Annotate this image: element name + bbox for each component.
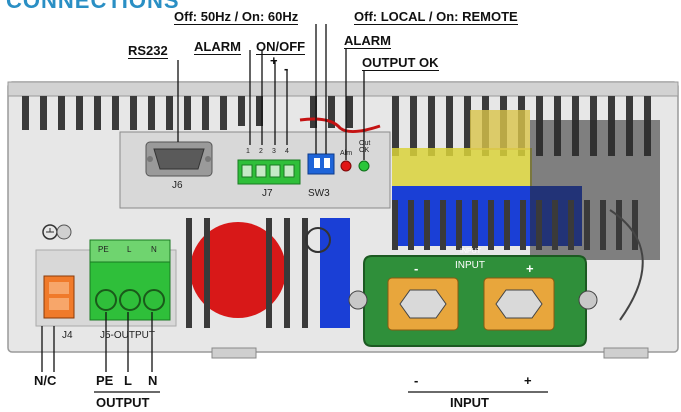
pin-4: 4 — [285, 148, 289, 155]
bottom-label-pe: PE — [96, 373, 114, 388]
label-input-plus: + — [526, 261, 534, 276]
callout-rs232: RS232 — [128, 43, 168, 59]
callout-local-remote: Off: LOCAL / On: REMOTE — [354, 9, 518, 25]
callout-alarm-led: ALARM — [344, 33, 391, 49]
bolt-plus — [495, 289, 543, 319]
bottom-label-output: OUTPUT — [96, 395, 150, 410]
callout-minus: - — [284, 61, 289, 76]
fan-arc — [609, 209, 644, 321]
label-input-minus: - — [414, 261, 419, 276]
callout-plus: + — [270, 53, 278, 68]
output-ok-led — [358, 160, 370, 172]
label-n: N — [151, 245, 157, 254]
callout-frequency-switch: Off: 50Hz / On: 60Hz — [174, 9, 299, 25]
wire-loop — [305, 227, 331, 253]
foot-right — [603, 347, 649, 359]
j7-terminal-block — [237, 159, 301, 185]
label-input-small: INPUT — [460, 248, 481, 255]
lower-vent-slots — [392, 200, 638, 250]
label-out-ok: Out OK — [359, 140, 371, 154]
label-j7: J7 — [262, 188, 273, 199]
bottom-label-n: N — [148, 373, 158, 388]
bottom-label-minus: - — [414, 373, 419, 388]
callout-on-off: ON/OFF — [256, 39, 306, 55]
pin-1: 1 — [246, 148, 250, 155]
bottom-label-input: INPUT — [450, 395, 489, 410]
pin-2: 2 — [259, 148, 263, 155]
label-j6: J6 — [172, 180, 183, 191]
bottom-label-plus: + — [524, 373, 532, 388]
label-sw3: SW3 — [308, 188, 330, 199]
lower-middle-vents — [186, 218, 308, 328]
bottom-label-nc: N/C — [34, 373, 57, 388]
j4-orange-terminal — [43, 275, 75, 319]
callout-alarm-terminal: ALARM — [194, 39, 241, 55]
label-pe: PE — [98, 245, 109, 254]
label-l: L — [127, 245, 132, 254]
chassis-top-rail — [7, 81, 679, 97]
page-heading: CONNECTIONS — [6, 0, 180, 13]
bottom-label-l: L — [124, 373, 132, 388]
ground-screw — [56, 224, 72, 240]
callout-output-ok: OUTPUT OK — [362, 55, 439, 71]
sw3-dip-switch — [307, 153, 335, 175]
interior-dark — [530, 120, 660, 260]
label-j4: J4 — [62, 330, 73, 341]
interior-yellow-2 — [470, 110, 530, 150]
alarm-led — [340, 160, 352, 172]
pin-3: 3 — [272, 148, 276, 155]
j5-output-terminal — [89, 239, 171, 321]
foot-left — [211, 347, 257, 359]
bolt-minus — [399, 289, 447, 319]
label-alm: Alm — [340, 150, 353, 157]
label-j5-output: J5-OUTPUT — [100, 330, 155, 341]
db9-connector-j6 — [145, 141, 213, 177]
interior-yellow-1 — [392, 148, 532, 190]
label-input-plate: INPUT — [455, 260, 485, 271]
leader-lines — [41, 24, 365, 372]
blue-capacitor — [320, 218, 350, 328]
red-component — [190, 222, 286, 318]
